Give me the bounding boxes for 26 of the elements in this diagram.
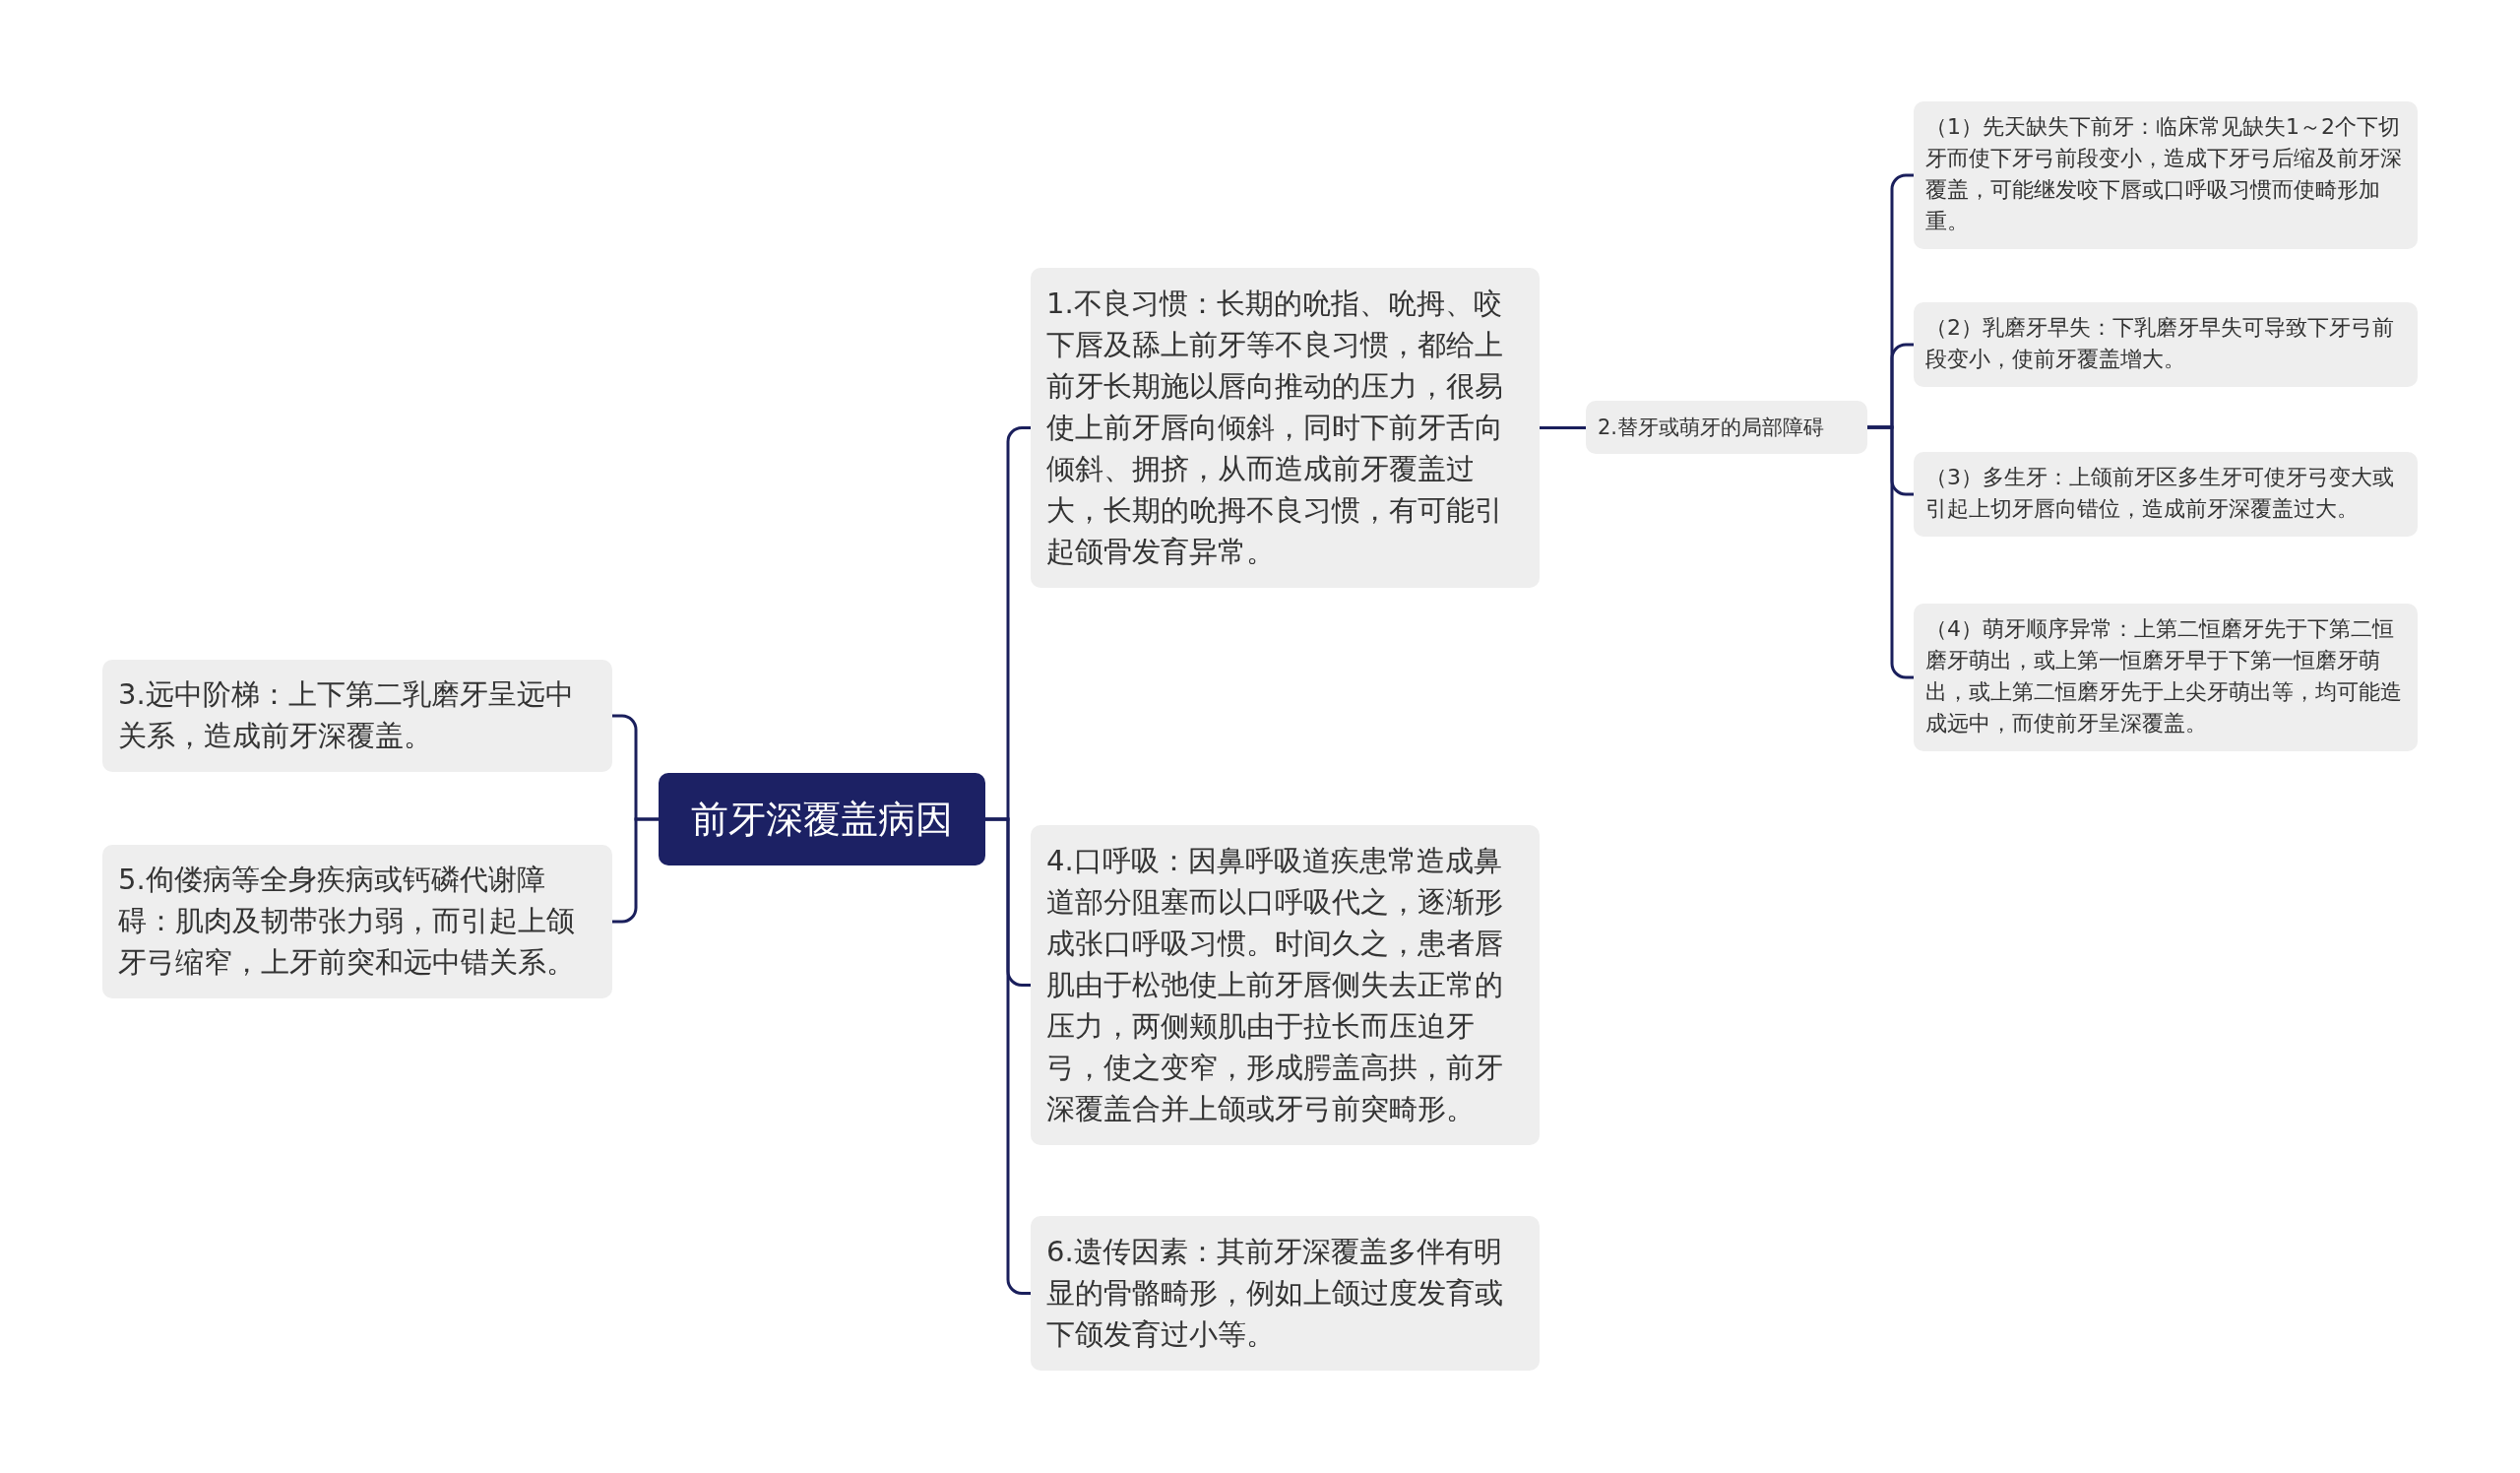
topic-text: （3）多生牙：上颌前牙区多生牙可使牙弓变大或引起上切牙唇向错位，造成前牙深覆盖过大。	[1925, 464, 2395, 523]
topic-text: 2.替牙或萌牙的局部障碍	[1598, 415, 1826, 441]
topic-text: 1.不良习惯：长期的吮指、吮拇、咬下唇及舔上前牙等不良习惯，都给上前牙长期施以唇向推动的压力，很易使上前牙唇向倾斜，同时下前牙舌向倾斜、拥挤，从而造成前牙覆盖过大，长期的吮拇不良习惯，有可能引起颌骨发育异常。	[1046, 286, 1504, 570]
topic-text: （2）乳磨牙早失：下乳磨牙早失可导致下牙弓前段变小，使前牙覆盖增大。	[1925, 314, 2395, 373]
topic-card	[1586, 401, 1867, 454]
topic-text: 3.远中阶梯：上下第二乳磨牙呈远中关系，造成前牙深覆盖。	[118, 676, 575, 754]
connector-line	[985, 817, 1031, 1295]
topic-card	[1914, 452, 2418, 537]
topic-card	[1031, 268, 1540, 588]
topic-text: 5.佝偻病等全身疾病或钙磷代谢障碍：肌肉及韧带张力弱，而引起上颌牙弓缩窄，上牙前突和远中错关系。	[118, 862, 576, 981]
topic-card	[1031, 825, 1540, 1145]
topic-card	[1914, 604, 2418, 751]
central-topic-text: 前牙深覆盖病因	[690, 797, 954, 843]
topic-text: （1）先天缺失下前牙：临床常见缺失1～2个下切牙而使下牙弓前段变小，造成下牙弓后缩及前牙深覆盖，可能继发咬下唇或口呼吸习惯而使畸形加重。	[1925, 113, 2403, 235]
topic-text: 4.口呼吸：因鼻呼吸道疾患常造成鼻道部分阻塞而以口呼吸代之，逐渐形成张口呼吸习惯。时间久之，患者唇肌由于松弛使上前牙唇侧失去正常的压力，两侧颊肌由于拉长而压迫牙弓，使之变窄，形成腭盖高拱，前牙深覆盖合并上颌或牙弓前突畸形。	[1046, 843, 1504, 1127]
central-topic-card	[659, 773, 985, 865]
connector-line	[612, 817, 659, 924]
connector-line	[1867, 425, 1914, 679]
topic-text: （4）萌牙顺序异常：上第二恒磨牙先于下第二恒磨牙萌出，或上第一恒磨牙早于下第一恒磨牙萌出，或上第二恒磨牙先于上尖牙萌出等，均可能造成远中，而使前牙呈深覆盖。	[1925, 615, 2403, 737]
connector-line	[1540, 426, 1586, 429]
topic-card	[102, 845, 612, 998]
topic-card	[1914, 302, 2418, 387]
topic-card	[1031, 1216, 1540, 1371]
topic-card	[1914, 101, 2418, 249]
topic-text: 6.遗传因素：其前牙深覆盖多伴有明显的骨骼畸形，例如上颌过度发育或下颌发育过小等。	[1046, 1234, 1504, 1353]
topic-card	[102, 660, 612, 772]
